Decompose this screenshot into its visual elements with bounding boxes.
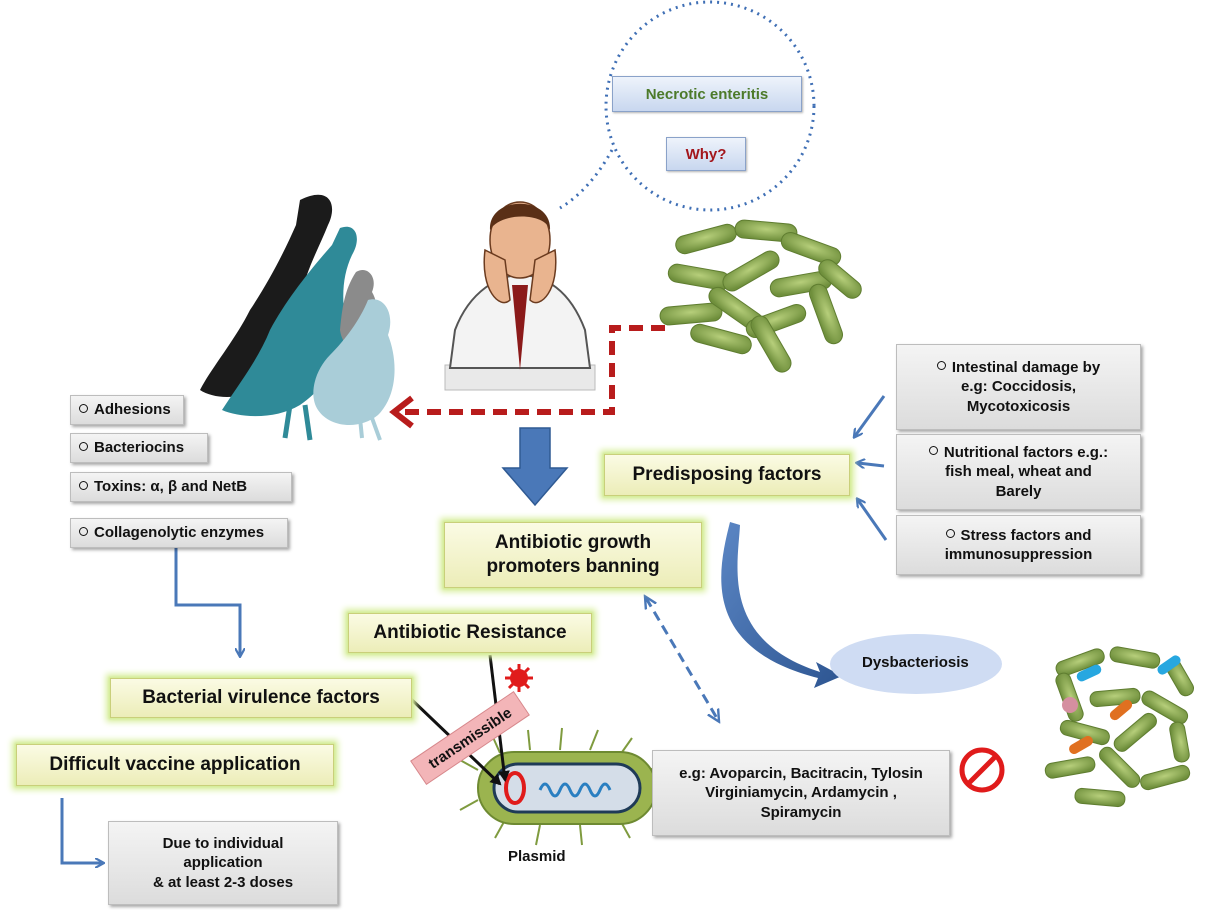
red-dashed-arrow — [402, 325, 665, 415]
poultry-silhouettes-icon — [200, 194, 395, 441]
predisposing-line: Barely — [995, 482, 1042, 500]
bullet-icon — [936, 361, 946, 371]
bullet-icon — [79, 526, 88, 536]
dysbacteriosis-bacteria-icon — [1044, 646, 1194, 808]
virulence-item-label: Adhesions — [94, 401, 171, 419]
virulence-item-adhesions: Adhesions — [70, 395, 184, 425]
bacterial-virulence-box: Bacterial virulence factors — [110, 678, 412, 718]
dysbacteriosis-ellipse — [830, 634, 1002, 694]
prohibition-icon — [959, 747, 1005, 793]
curved-arrow-dysbacteriosis — [721, 522, 842, 688]
bullet-icon — [79, 441, 88, 451]
bacteria-cluster-icon — [659, 219, 862, 373]
examples-line: e.g: Avoparcin, Bacitracin, Tylosin — [679, 764, 923, 782]
predisposing-line: e.g: Coccidosis, — [960, 378, 1077, 396]
antibiotic-resistance-box: Antibiotic Resistance — [348, 613, 592, 653]
virulence-item-label: Collagenolytic enzymes — [94, 524, 265, 542]
predisposing-line: fish meal, wheat and — [945, 463, 1092, 481]
bullet-icon — [79, 403, 88, 413]
virulence-item-collagenolytic: Collagenolytic enzymes — [70, 518, 288, 548]
agp-banning-line: promoters banning — [486, 556, 660, 577]
arrow-nutritional — [858, 463, 885, 466]
agp-banning-box: Antibiotic growth promoters banning — [444, 522, 702, 588]
antibiotic-resistance-label: Antibiotic Resistance — [373, 622, 567, 643]
examples-box: e.g: Avoparcin, Bacitracin, Tylosin Virg… — [652, 750, 950, 836]
necrotic-enteritis-box: Necrotic enteritis — [612, 76, 802, 112]
virulence-item-label: Toxins: α, β and NetB — [94, 478, 248, 496]
predisposing-factors-label: Predisposing factors — [632, 464, 822, 485]
worried-man-icon — [444, 201, 596, 391]
virulence-item-bacteriocins: Bacteriocins — [70, 433, 208, 463]
examples-line: Virginiamycin, Ardamycin , — [705, 784, 897, 802]
difficult-vaccine-box: Difficult vaccine application — [16, 744, 334, 786]
vaccine-reason-line: Due to individual — [162, 834, 284, 852]
virulence-item-label: Bacteriocins — [94, 439, 185, 457]
bullet-icon — [928, 446, 938, 456]
vaccine-reason-line: application — [183, 854, 263, 872]
bullet-icon — [79, 480, 88, 490]
plasmid-bacterium-icon — [459, 727, 671, 846]
difficult-vaccine-label: Difficult vaccine application — [49, 754, 301, 775]
bullet-icon — [945, 529, 955, 539]
arrow-intestinal — [855, 395, 886, 436]
necrotic-enteritis-label: Necrotic enteritis — [645, 85, 769, 103]
vaccine-reason-box: Due to individual application & at least… — [108, 821, 338, 905]
predisposing-item-intestinal: Intestinal damage by e.g: Coccidosis, My… — [896, 344, 1141, 430]
examples-line: Spiramycin — [760, 803, 842, 821]
virulence-item-toxins: Toxins: α, β and NetB — [70, 472, 292, 502]
red-arrowhead — [389, 395, 414, 429]
bacterial-virulence-label: Bacterial virulence factors — [142, 687, 380, 708]
agp-banning-line: Antibiotic growth — [494, 532, 652, 554]
double-dashed-arrow — [646, 598, 718, 720]
dysbacteriosis-label: Dysbacteriosis — [862, 654, 969, 671]
plasmid-label: Plasmid — [508, 848, 566, 865]
predisposing-factors-box: Predisposing factors — [604, 454, 850, 496]
arrow-stress — [858, 500, 888, 541]
predisposing-line: Nutritional factors e.g.: — [943, 443, 1109, 461]
predisposing-line: Mycotoxicosis — [966, 397, 1071, 415]
predisposing-line: Intestinal damage by — [951, 358, 1101, 376]
predisposing-item-stress: Stress factors and immunosuppression — [896, 515, 1141, 575]
thought-bubble — [559, 0, 816, 212]
vaccine-connector-arrow — [60, 798, 102, 863]
why-label: Why? — [685, 145, 727, 163]
predisposing-item-nutritional: Nutritional factors e.g.: fish meal, whe… — [896, 434, 1141, 510]
virulence-connector-arrow — [174, 548, 240, 655]
why-box: Why? — [666, 137, 746, 171]
big-blue-down-arrow — [501, 427, 569, 507]
red-virus-icon — [505, 664, 533, 692]
predisposing-line: Stress factors and — [960, 526, 1092, 544]
vaccine-reason-line: & at least 2-3 doses — [152, 873, 294, 891]
predisposing-line: immunosuppression — [944, 546, 1093, 563]
